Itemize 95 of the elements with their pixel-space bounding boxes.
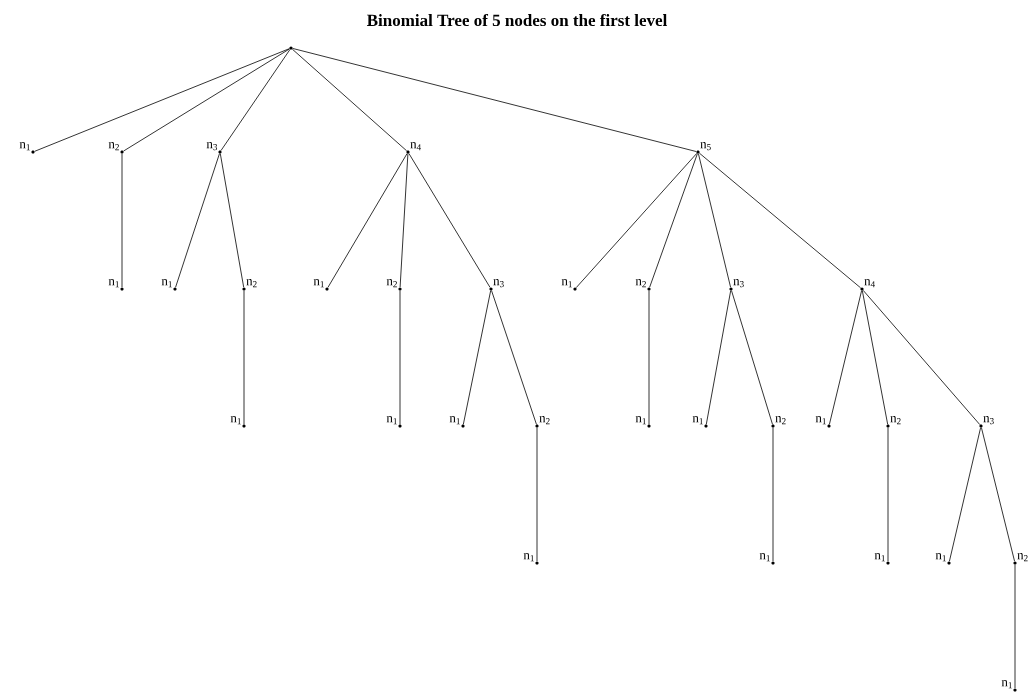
tree-edge — [491, 290, 537, 425]
node-label: n$_{1}$ — [161, 279, 172, 288]
tree-edge — [175, 153, 220, 288]
tree-edge — [887, 427, 889, 562]
tree-edge — [772, 427, 774, 562]
tree-node: n$_{3}$ — [729, 279, 744, 291]
node-label: n$_{2}$ — [775, 416, 786, 425]
tree-node: n$_{2}$ — [535, 416, 550, 428]
node-label: n$_{1}$ — [449, 416, 460, 425]
tree-node: n$_{1}$ — [161, 279, 177, 291]
tree-node: n$_{1}$ — [230, 416, 246, 428]
tree-node: n$_{2}$ — [242, 279, 257, 291]
tree-node: n$_{1}$ — [449, 416, 465, 428]
tree-edge — [121, 153, 123, 288]
tree-node: n$_{2}$ — [771, 416, 786, 428]
node-label: n$_{1}$ — [935, 553, 946, 562]
node-label: n$_{3}$ — [206, 142, 218, 151]
tree-node: n$_{4}$ — [406, 142, 421, 154]
tree-edge — [862, 289, 981, 426]
node-label: n$_{1}$ — [108, 279, 119, 288]
tree-node: n$_{1}$ — [759, 553, 775, 565]
node-label: n$_{1}$ — [1001, 680, 1012, 689]
node-label: n$_{2}$ — [539, 416, 550, 425]
tree-node: n$_{3}$ — [979, 416, 994, 428]
tree-edge — [731, 290, 773, 425]
tree-edge — [705, 290, 732, 425]
node-label: n$_{3}$ — [983, 416, 994, 425]
node-label: n$_{1}$ — [19, 142, 30, 151]
tree-node: n$_{1}$ — [313, 279, 329, 291]
tree-node: n$_{2}$ — [635, 279, 651, 291]
tree-edge — [219, 153, 245, 288]
tree-node: n$_{1}$ — [561, 279, 577, 291]
node-label: n$_{3}$ — [733, 279, 744, 288]
node-label: n$_{1}$ — [561, 279, 572, 288]
tree-edge — [243, 290, 245, 425]
node-label: n$_{1}$ — [692, 416, 703, 425]
tree-edge — [399, 290, 401, 425]
root-node — [289, 46, 293, 50]
node-label: n$_{2}$ — [635, 279, 646, 288]
node-label: n$_{3}$ — [493, 279, 504, 288]
node-label: n$_{2}$ — [1017, 553, 1028, 562]
tree-edge — [292, 48, 697, 152]
node-label: n$_{4}$ — [864, 279, 875, 288]
node-label: n$_{1}$ — [874, 553, 885, 562]
tree-node: n$_{2}$ — [886, 416, 901, 428]
node-label: n$_{1}$ — [815, 416, 826, 425]
tree-node: n$_{1}$ — [635, 416, 651, 428]
node-label: n$_{2}$ — [386, 279, 397, 288]
tree-node: n$_{1}$ — [692, 416, 708, 428]
node-label: n$_{5}$ — [700, 142, 711, 151]
node-label: n$_{1}$ — [523, 553, 534, 562]
tree-node: n$_{2}$ — [386, 279, 402, 291]
node-label: n$_{2}$ — [108, 142, 119, 151]
node-label: n$_{2}$ — [246, 279, 257, 288]
tree-edge — [220, 49, 291, 151]
tree-edge — [648, 290, 650, 425]
tree-edge — [698, 153, 731, 288]
node-label: n$_{1}$ — [635, 416, 646, 425]
tree-edge — [949, 427, 981, 562]
tree-node: n$_{1}$ — [523, 553, 539, 565]
tree-edge — [699, 152, 861, 289]
tree-node: n$_{1}$ — [19, 142, 35, 154]
title: Binomial Tree of 5 nodes on the first level — [367, 13, 668, 27]
node-label: n$_{1}$ — [386, 416, 397, 425]
tree-edge — [327, 153, 408, 288]
tree-node: n$_{1}$ — [874, 553, 890, 565]
tree-node: n$_{1}$ — [108, 279, 124, 291]
tree-node: n$_{1}$ — [386, 416, 402, 428]
tree-edge — [399, 153, 409, 288]
tree-edge — [649, 153, 698, 288]
tree-node: n$_{4}$ — [860, 279, 875, 291]
tree-edge — [536, 427, 538, 562]
tree-node: n$_{3}$ — [489, 279, 504, 291]
tree-edge — [861, 290, 889, 425]
tree-edge — [981, 427, 1015, 562]
node-label: n$_{2}$ — [890, 416, 901, 425]
tree-edge — [1014, 564, 1016, 689]
tree-edge — [291, 48, 408, 152]
tree-edge — [408, 153, 491, 288]
tree-edge — [575, 152, 698, 289]
tree-edge — [462, 290, 492, 425]
tree-node: n$_{2}$ — [108, 142, 124, 154]
tree-edge — [123, 48, 290, 152]
node-label: n$_{1}$ — [313, 279, 324, 288]
node-label: n$_{1}$ — [759, 553, 770, 562]
tree-edge — [34, 48, 290, 152]
tree-node: n$_{1}$ — [815, 416, 831, 428]
node-label: n$_{1}$ — [230, 416, 241, 425]
node-label: n$_{4}$ — [410, 142, 421, 151]
tree-node: n$_{2}$ — [1013, 553, 1028, 565]
tree-node: n$_{3}$ — [206, 142, 222, 154]
tree-edge — [829, 290, 862, 425]
tree-node: n$_{5}$ — [696, 142, 711, 154]
tree-node: n$_{1}$ — [935, 553, 951, 565]
tree-node: n$_{1}$ — [1001, 680, 1017, 692]
